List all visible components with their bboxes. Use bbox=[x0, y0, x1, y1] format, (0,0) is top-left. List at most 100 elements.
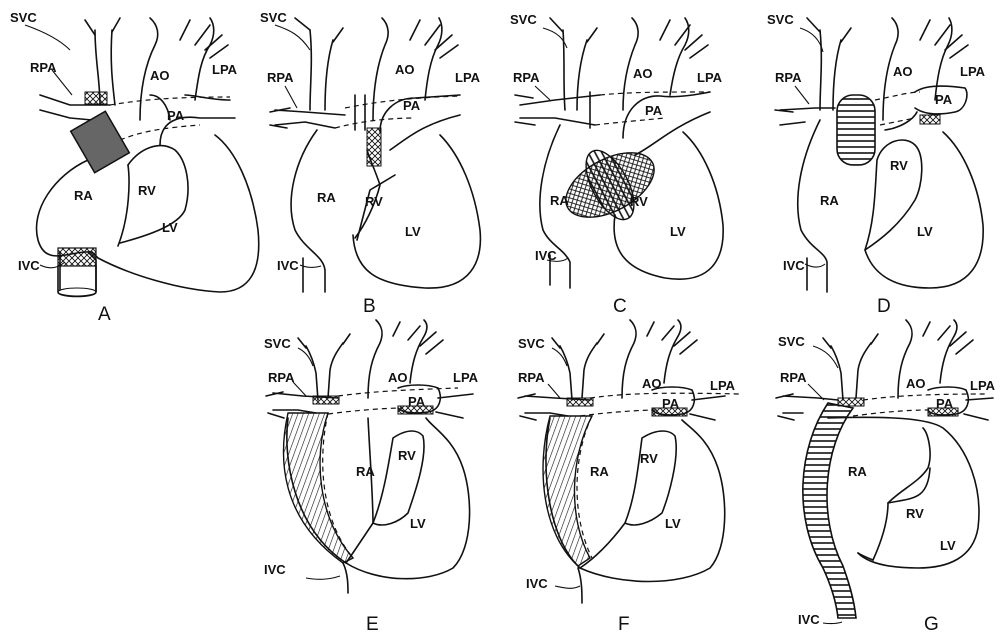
heart-outline-d bbox=[775, 18, 983, 292]
label-rv-g: RV bbox=[906, 506, 924, 521]
leader-svc-a bbox=[25, 25, 70, 50]
caption-b: B bbox=[363, 296, 376, 317]
label-rpa-b: RPA bbox=[267, 70, 294, 85]
label-ao-a: AO bbox=[150, 68, 170, 83]
label-rpa-e: RPA bbox=[268, 370, 295, 385]
leader-ivc-d bbox=[805, 264, 825, 267]
panel-c: SVC RPA AO LPA PA RA RV LV IVC C bbox=[510, 12, 723, 317]
caption-d: D bbox=[877, 296, 891, 317]
label-pa-b: PA bbox=[403, 98, 421, 113]
label-rpa-d: RPA bbox=[775, 70, 802, 85]
baffle-tube-d bbox=[837, 95, 875, 165]
panel-a: SVC RPA AO LPA PA RA RV LV IVC A bbox=[10, 10, 259, 325]
label-ivc-g: IVC bbox=[798, 612, 820, 627]
label-ao-d: AO bbox=[893, 64, 913, 79]
panel-g: SVC RPA AO LPA PA RA RV LV IVC G bbox=[776, 320, 996, 635]
label-ivc-c: IVC bbox=[535, 248, 557, 263]
label-lpa-g: LPA bbox=[970, 378, 996, 393]
label-lpa-d: LPA bbox=[960, 64, 986, 79]
leader-rpa-c bbox=[535, 86, 550, 100]
label-rpa-f: RPA bbox=[518, 370, 545, 385]
caption-e: E bbox=[366, 614, 379, 635]
label-pa-g: PA bbox=[936, 396, 954, 411]
patch-top-g bbox=[838, 398, 864, 406]
caption-c: C bbox=[613, 296, 627, 317]
baffle-lateral-e bbox=[283, 413, 353, 563]
label-rv-e: RV bbox=[398, 448, 416, 463]
patch-crosshatch-a bbox=[85, 92, 107, 104]
ivc-tube-end-a bbox=[58, 266, 96, 297]
label-svc-g: SVC bbox=[778, 334, 805, 349]
label-svc-f: SVC bbox=[518, 336, 545, 351]
panel-e: SVC RPA AO LPA PA RA RV LV IVC E bbox=[264, 320, 479, 635]
label-pa-d: PA bbox=[935, 92, 953, 107]
label-svc-b: SVC bbox=[260, 10, 287, 25]
label-ivc-d: IVC bbox=[783, 258, 805, 273]
leader-ivc-f bbox=[555, 586, 580, 588]
leader-rpa-e bbox=[293, 382, 306, 396]
label-ra-f: RA bbox=[590, 464, 609, 479]
label-rpa-c: RPA bbox=[513, 70, 540, 85]
label-rv-d: RV bbox=[890, 158, 908, 173]
label-ra-a: RA bbox=[74, 188, 93, 203]
label-lpa-b: LPA bbox=[455, 70, 481, 85]
panel-d: SVC RPA AO LPA PA RA RV LV IVC D bbox=[767, 12, 986, 317]
leader-ivc-e bbox=[306, 576, 340, 579]
label-ra-c: RA bbox=[550, 193, 569, 208]
label-ao-e: AO bbox=[388, 370, 408, 385]
label-svc-d: SVC bbox=[767, 12, 794, 27]
label-lv-a: LV bbox=[162, 220, 178, 235]
label-ivc-e: IVC bbox=[264, 562, 286, 577]
label-lpa-f: LPA bbox=[710, 378, 736, 393]
label-rv-b: RV bbox=[365, 194, 383, 209]
label-lpa-a: LPA bbox=[212, 62, 238, 77]
leader-ivc-g bbox=[823, 622, 842, 624]
label-lpa-e: LPA bbox=[453, 370, 479, 385]
caption-g: G bbox=[924, 614, 939, 635]
baffle-oval-c bbox=[550, 129, 670, 241]
label-lv-g: LV bbox=[940, 538, 956, 553]
conduit-extracardiac-g bbox=[803, 403, 856, 618]
label-lv-f: LV bbox=[665, 516, 681, 531]
label-ao-f: AO bbox=[642, 376, 662, 391]
ivc-tube-mouth-a bbox=[58, 288, 96, 296]
patch-top-f bbox=[567, 398, 593, 406]
label-lv-d: LV bbox=[917, 224, 933, 239]
caption-f: F bbox=[618, 614, 630, 635]
leader-rpa-f bbox=[548, 384, 560, 398]
label-lv-b: LV bbox=[405, 224, 421, 239]
label-rv-c: RV bbox=[630, 194, 648, 209]
label-pa-a: PA bbox=[167, 108, 185, 123]
label-ao-b: AO bbox=[395, 62, 415, 77]
label-ao-c: AO bbox=[633, 66, 653, 81]
leader-rpa-b bbox=[285, 86, 297, 108]
patch-d bbox=[920, 115, 940, 124]
label-rpa-g: RPA bbox=[780, 370, 807, 385]
label-ao-g: AO bbox=[906, 376, 926, 391]
label-pa-c: PA bbox=[645, 103, 663, 118]
caption-a: A bbox=[98, 304, 111, 325]
panel-b: SVC RPA AO LPA PA RA RV LV IVC B bbox=[260, 10, 481, 317]
label-lv-e: LV bbox=[410, 516, 426, 531]
label-ivc-a: IVC bbox=[18, 258, 40, 273]
patch-b bbox=[367, 128, 381, 166]
label-ra-b: RA bbox=[317, 190, 336, 205]
label-ra-d: RA bbox=[820, 193, 839, 208]
label-pa-e: PA bbox=[408, 394, 426, 409]
label-lv-c: LV bbox=[670, 224, 686, 239]
baffle-extracardiac-f bbox=[543, 416, 592, 566]
label-ivc-b: IVC bbox=[277, 258, 299, 273]
label-rv-a: RV bbox=[138, 183, 156, 198]
label-svc-a: SVC bbox=[10, 10, 37, 25]
leader-svc-g bbox=[813, 346, 838, 368]
panel-f: SVC RPA AO LPA PA RA RV LV IVC F bbox=[518, 320, 740, 635]
label-svc-c: SVC bbox=[510, 12, 537, 27]
patch-top-e bbox=[313, 396, 339, 404]
leader-svc-b bbox=[275, 25, 310, 50]
label-svc-e: SVC bbox=[264, 336, 291, 351]
label-ra-g: RA bbox=[848, 464, 867, 479]
label-rv-f: RV bbox=[640, 451, 658, 466]
label-lpa-c: LPA bbox=[697, 70, 723, 85]
label-ivc-f: IVC bbox=[526, 576, 548, 591]
